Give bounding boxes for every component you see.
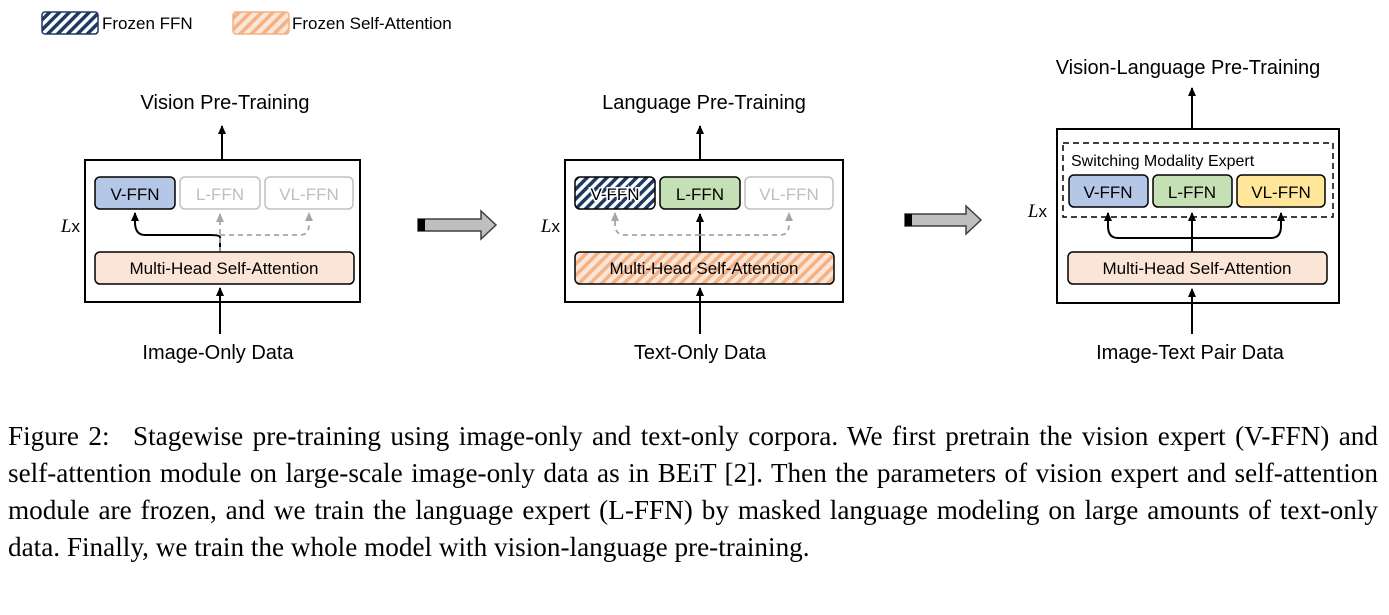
stage3-v-ffn-box (1068, 174, 1149, 208)
stage1-l-ffn-label: L-FFN (196, 185, 244, 204)
stage-vision-pretraining: Vision Pre-Training Lx V-FFN L-FFN VL-FF… (60, 92, 361, 364)
stage1-title: Vision Pre-Training (141, 92, 310, 114)
stage1-repeat-label: Lx (60, 216, 81, 237)
stage2-vl-ffn-box (744, 176, 834, 210)
stage2-l-ffn-box (659, 176, 741, 210)
stage1-l-ffn-box (179, 176, 261, 210)
stage-transition-arrow-1 (417, 209, 498, 241)
stage2-v-ffn-label: V-FFN (590, 185, 639, 204)
stage3-vl-ffn-label: VL-FFN (1251, 183, 1311, 202)
stage3-repeat-label: Lx (1027, 201, 1048, 222)
stagewise-pretraining-diagram: Frozen FFN Frozen Self-Attention Vision … (41, 11, 1340, 364)
stage3-route-to-v-ffn (1104, 212, 1192, 239)
stage2-input-label: Text-Only Data (634, 342, 767, 364)
caption-figure-number: Figure 2: (8, 421, 110, 451)
stage1-attention-label: Multi-Head Self-Attention (130, 259, 319, 278)
stage3-title: Vision-Language Pre-Training (1056, 57, 1321, 79)
stage1-vl-ffn-box (264, 176, 354, 210)
stage-vision-language-pretraining: Vision-Language Pre-Training Lx Switchin… (1027, 57, 1340, 364)
stage3-v-ffn-label: V-FFN (1083, 183, 1132, 202)
figure-caption: Figure 2: Stagewise pre-training using i… (8, 418, 1378, 566)
stage2-attention-frozen-box (574, 251, 835, 285)
stage2-v-ffn-frozen-box (574, 176, 656, 210)
stage2-l-ffn-label: L-FFN (676, 185, 724, 204)
stage2-route-to-v-ffn (611, 212, 700, 236)
stage1-input-label: Image-Only Data (142, 342, 294, 364)
legend: Frozen FFN Frozen Self-Attention (41, 11, 452, 35)
frozen-attention-label: Frozen Self-Attention (292, 14, 452, 33)
stage1-v-ffn-label: V-FFN (110, 185, 159, 204)
stage1-route-to-v-ffn (131, 212, 221, 252)
switching-modality-expert-label: Switching Modality Expert (1071, 153, 1255, 170)
stage2-vl-ffn-label: VL-FFN (759, 185, 819, 204)
stage2-attention-label: Multi-Head Self-Attention (610, 259, 799, 278)
stage3-l-ffn-label: L-FFN (1168, 183, 1216, 202)
caption-text: Stagewise pre-training using image-only … (8, 421, 1378, 562)
stage3-l-ffn-box (1152, 174, 1233, 208)
frozen-ffn-label: Frozen FFN (102, 14, 193, 33)
stage1-v-ffn-box (94, 176, 176, 210)
stage1-vl-ffn-label: VL-FFN (279, 185, 339, 204)
frozen-ffn-swatch (41, 11, 99, 35)
stage2-title: Language Pre-Training (602, 92, 806, 114)
stage-transition-arrow-2 (904, 204, 983, 236)
stage3-attention-box (1067, 251, 1328, 285)
frozen-attention-swatch (232, 11, 290, 35)
stage3-vl-ffn-box (1236, 174, 1326, 208)
stage3-input-label: Image-Text Pair Data (1096, 342, 1285, 364)
stage2-repeat-label: Lx (540, 216, 561, 237)
stage-language-pretraining: Language Pre-Training Lx V-FFN L-FFN VL-… (540, 92, 844, 364)
stage1-attention-box (94, 251, 355, 285)
switching-modality-expert-frame (1062, 142, 1334, 218)
stage3-route-to-vl-ffn (1192, 212, 1285, 239)
stage3-attention-label: Multi-Head Self-Attention (1103, 259, 1292, 278)
